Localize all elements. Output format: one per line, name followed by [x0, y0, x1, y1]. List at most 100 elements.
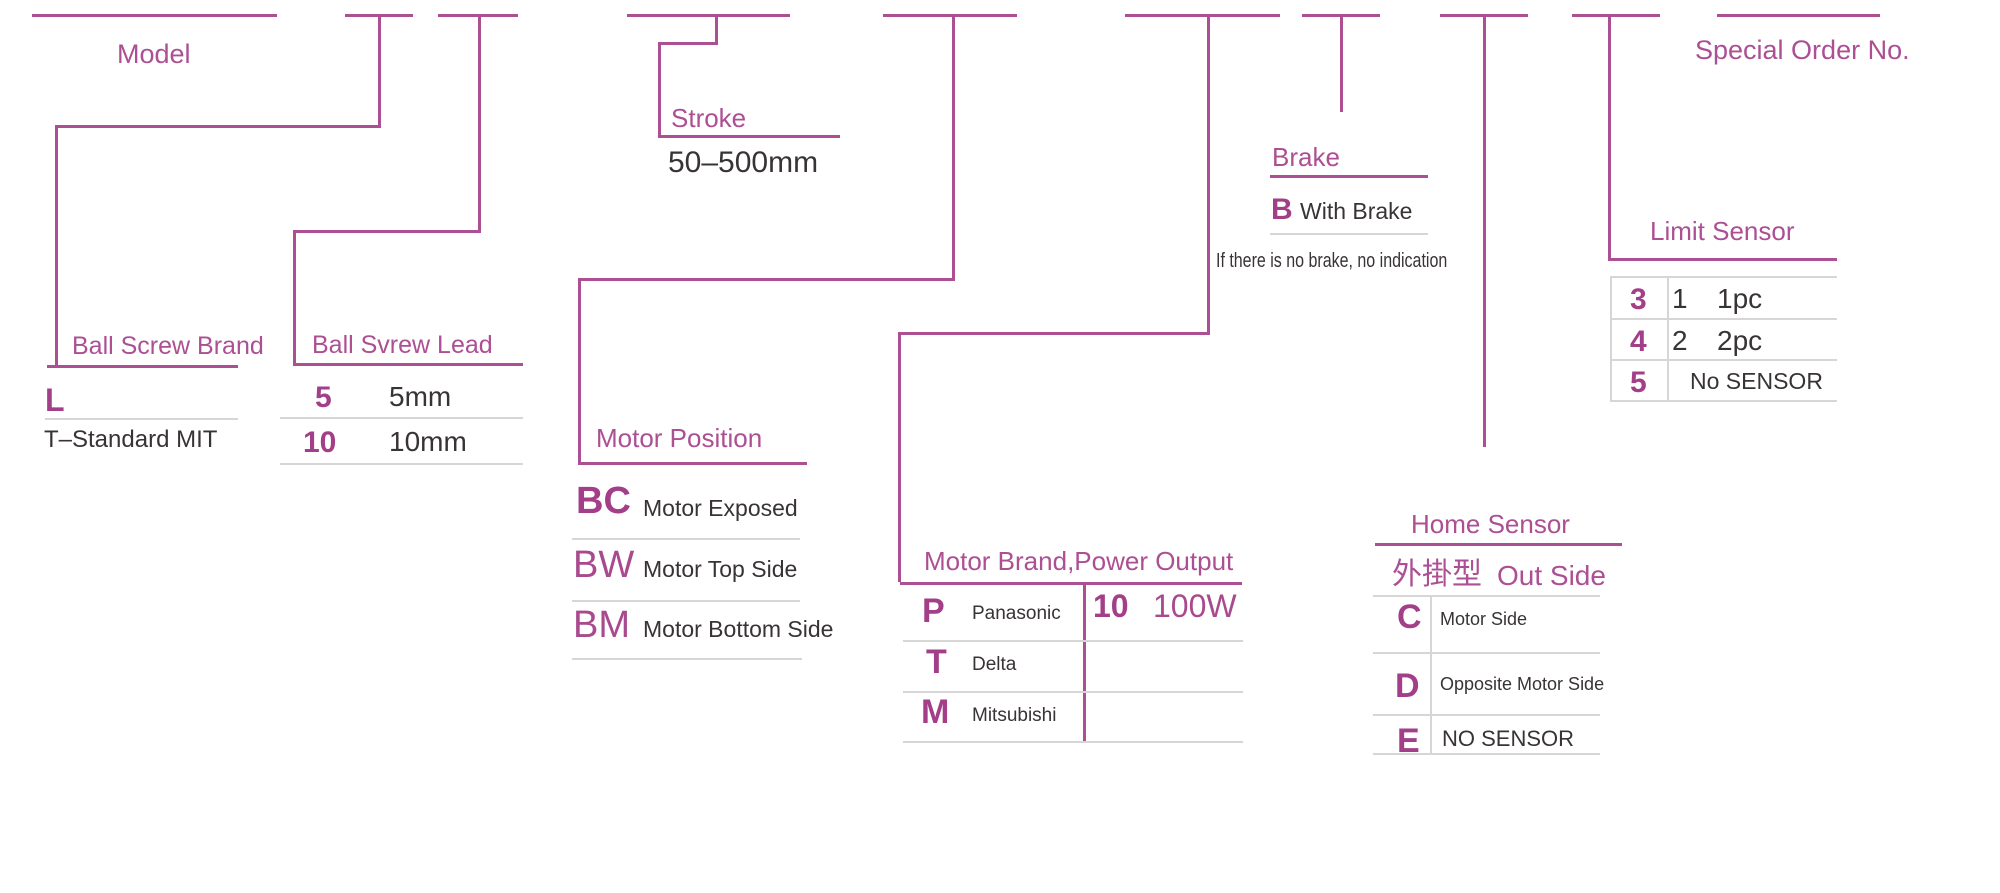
limit-sensor-separator: [1610, 359, 1837, 361]
lead-row-separator: [280, 417, 523, 419]
ball-screw-lead-title: Ball Svrew Lead: [312, 331, 493, 359]
home-sensor-connector-v: [1483, 14, 1486, 447]
motor-position-description: Motor Top Side: [643, 556, 798, 582]
motor-position-code: BM: [573, 604, 630, 646]
home-sensor-column-divider: [1430, 595, 1432, 753]
ball-screw-lead-underline: [293, 363, 523, 366]
ball-screw-brand-underline: [47, 365, 238, 368]
brand-connector-v2: [55, 125, 58, 365]
lead-connector-h: [293, 230, 481, 233]
motor-position-connector-v1: [952, 14, 955, 278]
motor-brand-connector-h: [898, 332, 1210, 335]
limit-sensor-segment-line: [1572, 14, 1660, 17]
home-sensor-subtitle: Out Side: [1497, 560, 1606, 591]
lead-row-code: 5: [315, 381, 332, 414]
brake-note: If there is no brake, no indication: [1216, 250, 1448, 272]
motor-brand-title: Motor Brand,Power Output: [924, 546, 1234, 576]
stroke-connector-h: [658, 42, 718, 45]
motor-position-separator: [572, 600, 800, 602]
brake-connector-v: [1340, 14, 1343, 112]
motor-brand-description: Mitsubishi: [972, 705, 1057, 726]
home-sensor-underline: [1375, 543, 1622, 546]
motor-brand-separator: [903, 741, 1243, 743]
limit-sensor-code: 3: [1630, 283, 1647, 316]
lead-row-value: 10mm: [389, 426, 467, 457]
limit-sensor-qty: 2: [1672, 325, 1688, 356]
motor-brand-separator: [903, 640, 1243, 642]
stroke-connector-v1: [715, 14, 718, 42]
stroke-range: 50–500mm: [668, 146, 819, 179]
motor-brand-description: Delta: [972, 654, 1017, 675]
motor-brand-underline: [900, 582, 1242, 585]
motor-brand-code: P: [922, 592, 945, 630]
stroke-segment-line: [627, 14, 790, 17]
home-sensor-description: Motor Side: [1440, 609, 1528, 629]
ball-screw-brand-title: Ball Screw Brand: [72, 332, 264, 360]
lead-connector-v1: [478, 14, 481, 230]
brake-separator: [1270, 233, 1428, 235]
home-sensor-code: E: [1397, 722, 1420, 760]
home-sensor-separator: [1373, 652, 1600, 654]
motor-brand-connector-v1: [1207, 14, 1210, 332]
limit-sensor-code: 4: [1630, 325, 1647, 358]
home-sensor-separator: [1373, 714, 1600, 716]
motor-brand-segment-line: [1125, 14, 1280, 17]
home-sensor-description: NO SENSOR: [1442, 726, 1575, 751]
ball-screw-brand-description: T–Standard MIT: [44, 426, 218, 453]
limit-sensor-qty: 1: [1672, 283, 1688, 314]
home-sensor-subtitle-cjk: 外掛型: [1392, 558, 1482, 591]
lead-row-value: 5mm: [389, 381, 452, 412]
ball-screw-brand-separator: [45, 418, 238, 420]
motor-position-description: Motor Exposed: [643, 495, 798, 521]
model-label: Model: [117, 39, 191, 69]
brand-connector-h: [55, 125, 381, 128]
home-sensor-separator: [1373, 595, 1600, 597]
lead-row-separator: [280, 463, 523, 465]
limit-sensor-underline: [1608, 258, 1837, 261]
power-output-description: 100W: [1153, 588, 1237, 624]
limit-sensor-connector-v: [1608, 14, 1611, 258]
motor-position-description: Motor Bottom Side: [643, 616, 834, 642]
motor-position-title: Motor Position: [596, 423, 763, 453]
limit-sensor-description: No SENSOR: [1690, 368, 1823, 394]
limit-sensor-separator: [1610, 400, 1837, 402]
home-sensor-separator: [1373, 753, 1600, 755]
motor-position-connector-h: [578, 278, 955, 281]
limit-sensor-description: 2pc: [1717, 325, 1763, 356]
brake-title: Brake: [1272, 142, 1340, 172]
home-sensor-description: Opposite Motor Side: [1440, 674, 1605, 694]
motor-position-connector-v2: [578, 278, 581, 462]
motor-brand-code: M: [921, 693, 950, 731]
motor-brand-description: Panasonic: [972, 603, 1061, 624]
special-order-label: Special Order No.: [1695, 35, 1910, 65]
motor-position-underline: [578, 462, 807, 465]
motor-brand-code: T: [926, 643, 947, 681]
ball-screw-brand-code: L: [45, 382, 65, 418]
limit-sensor-code: 5: [1630, 366, 1647, 399]
home-sensor-code: C: [1397, 598, 1422, 636]
power-output-code: 10: [1093, 588, 1129, 624]
brake-code: B: [1271, 193, 1293, 226]
brand-connector-v1: [378, 14, 381, 125]
brake-description: With Brake: [1300, 198, 1413, 224]
motor-brand-column-divider: [1083, 582, 1086, 741]
home-sensor-title: Home Sensor: [1411, 509, 1570, 539]
motor-brand-connector-v2: [898, 332, 901, 582]
special-order-segment-line: [1717, 14, 1880, 17]
limit-sensor-separator: [1610, 276, 1837, 278]
lead-connector-v2: [293, 230, 296, 363]
stroke-title: Stroke: [671, 103, 747, 133]
motor-position-separator: [572, 538, 800, 540]
stroke-connector-v2: [658, 42, 661, 135]
home-sensor-code: D: [1395, 667, 1420, 705]
limit-sensor-title: Limit Sensor: [1650, 216, 1795, 246]
stroke-underline: [658, 135, 840, 138]
model-segment-line: [32, 14, 277, 17]
motor-position-code: BW: [573, 544, 635, 586]
limit-sensor-left-border: [1610, 276, 1612, 400]
limit-sensor-column-divider: [1667, 276, 1669, 400]
motor-position-separator: [572, 658, 802, 660]
lead-row-code: 10: [303, 426, 337, 459]
motor-position-code: BC: [576, 480, 631, 522]
